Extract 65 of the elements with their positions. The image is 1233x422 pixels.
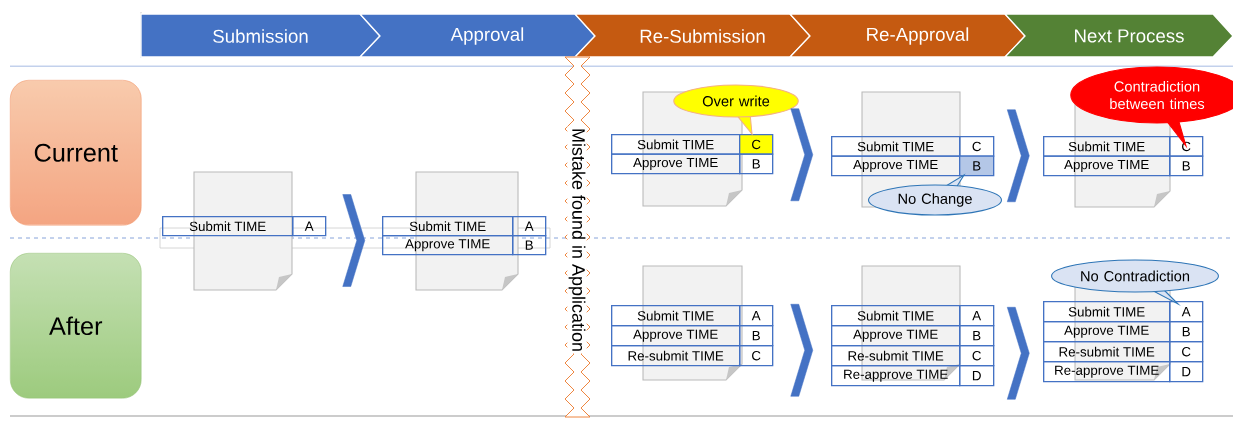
chevron-arrow: [1007, 307, 1030, 400]
chevron-arrow: [790, 108, 814, 202]
speech-bubble: No Change: [868, 173, 1002, 216]
node-label: Submit TIME: [1068, 141, 1145, 152]
node-label: Submit TIME: [1068, 306, 1145, 317]
node-label: Approve TIME: [405, 239, 490, 252]
chevron-arrow: [342, 194, 366, 287]
node-label: D: [1182, 367, 1191, 377]
stage-header: Approval: [358, 13, 596, 58]
node-label: Submit TIME: [637, 139, 714, 150]
node-label: B: [1182, 327, 1190, 337]
node-label: C: [972, 141, 981, 152]
row-label-box: Current: [10, 80, 142, 226]
stage-header: Submission: [140, 13, 381, 58]
data-table: Submit TIME A Approve TIME B Re-submit TIME C Re-approve TIME D: [831, 305, 995, 387]
stage-header: Re-Submission: [573, 13, 811, 58]
node-label: C: [752, 139, 761, 150]
node-label: B: [973, 331, 981, 341]
chevron-arrow: [790, 304, 814, 397]
data-table: Submit TIME A Approve TIME B Re-submit TIME C Re-approve TIME D: [1043, 301, 1204, 383]
node-label: A: [524, 221, 534, 231]
data-table: Submit TIME A: [162, 216, 327, 237]
speech-bubble: No Contradiction: [1051, 259, 1219, 307]
node-label: Approve TIME: [853, 329, 938, 342]
node-label: Re-approve TIME: [844, 369, 948, 382]
node-label: Approve TIME: [633, 329, 718, 342]
node-label: B: [973, 161, 981, 171]
node-label: Mistake found in Application: [568, 129, 586, 351]
node-label: A: [1181, 307, 1191, 317]
node-label: Submit TIME: [189, 221, 266, 232]
node-label: Submit TIME: [857, 141, 934, 152]
stage-header: Re-Approval: [788, 13, 1026, 58]
node-label: B: [525, 240, 533, 250]
node-label: A: [751, 311, 761, 321]
data-table: Submit TIME A Approve TIME B Re-submit TIME C: [611, 305, 774, 367]
node-label: B: [752, 159, 760, 169]
node-label: C: [1182, 346, 1191, 357]
node-label: Approve TIME: [853, 159, 938, 172]
node-label: Submit TIME: [857, 310, 934, 321]
row-label-box: After: [10, 253, 142, 399]
burst-band: Mistake found in Application: [564, 56, 591, 418]
data-table: Submit TIME A Approve TIME B: [382, 216, 547, 256]
node-label: C: [1182, 141, 1191, 152]
node-label: Re-submit TIME: [1059, 346, 1155, 357]
node-label: A: [972, 311, 982, 321]
node-label: A: [304, 221, 314, 231]
node-label: Submit TIME: [637, 310, 714, 321]
node-label: Approve TIME: [633, 157, 718, 170]
chevron-arrow: [1007, 109, 1030, 203]
stage-header: Next Process: [1003, 13, 1233, 58]
node-label: D: [972, 371, 981, 381]
speech-bubble: Over write: [673, 84, 799, 136]
node-label: B: [752, 331, 760, 341]
node-label: B: [1182, 161, 1190, 171]
node-label: Submit TIME: [409, 221, 486, 232]
node-label: Re-approve TIME: [1055, 365, 1159, 378]
node-label: Approve TIME: [1064, 325, 1149, 338]
node-label: C: [752, 350, 761, 361]
data-table: Submit TIME C Approve TIME B: [1043, 136, 1204, 177]
data-table: Submit TIME C Approve TIME B: [611, 134, 774, 175]
node-label: Re-submit TIME: [848, 350, 944, 361]
node-label: Re-submit TIME: [628, 350, 724, 361]
node-label: C: [972, 350, 981, 361]
data-table: Submit TIME C Approve TIME B: [831, 136, 995, 177]
node-label: Approve TIME: [1064, 159, 1149, 172]
